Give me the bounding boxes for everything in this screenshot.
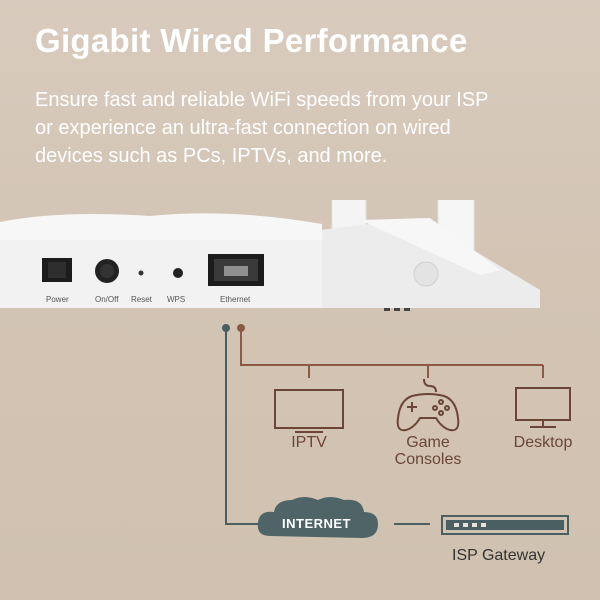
port-label-power: Power xyxy=(46,295,69,304)
isp-gateway-label: ISP Gateway xyxy=(452,547,546,564)
reset-hole xyxy=(138,270,144,276)
device-label-line: Consoles xyxy=(394,451,462,468)
subtitle-line: devices such as PCs, IPTVs, and more. xyxy=(35,145,388,167)
desktop-monitor-icon xyxy=(515,387,571,428)
subtitle-line: or experience an ultra-fast connection o… xyxy=(35,117,451,139)
port-label-reset: Reset xyxy=(131,295,152,304)
tv-icon xyxy=(274,389,344,433)
internet-cloud-icon xyxy=(257,497,378,538)
lan-line xyxy=(240,328,543,366)
device-label-desktop: Desktop xyxy=(513,434,573,451)
device-label-iptv: IPTV xyxy=(291,434,327,451)
port-label-ethernet: Ethernet xyxy=(220,295,251,304)
wan-line xyxy=(225,328,262,525)
subtitle-line: Ensure fast and reliable WiFi speeds fro… xyxy=(35,89,489,111)
internet-label: INTERNET xyxy=(282,516,351,531)
router-image xyxy=(0,200,540,311)
wps-button xyxy=(173,268,183,278)
device-label-game-consoles: Game Consoles xyxy=(380,434,476,468)
isp-gateway-icon xyxy=(441,515,569,535)
page-title: Gigabit Wired Performance xyxy=(35,22,468,59)
port-label-on-off: On/Off xyxy=(95,295,119,304)
port-label-wps: WPS xyxy=(167,295,186,304)
gamepad-icon xyxy=(396,378,460,432)
page-subtitle: Ensure fast and reliable WiFi speeds fro… xyxy=(35,86,595,170)
device-label-line: Game xyxy=(406,434,450,451)
